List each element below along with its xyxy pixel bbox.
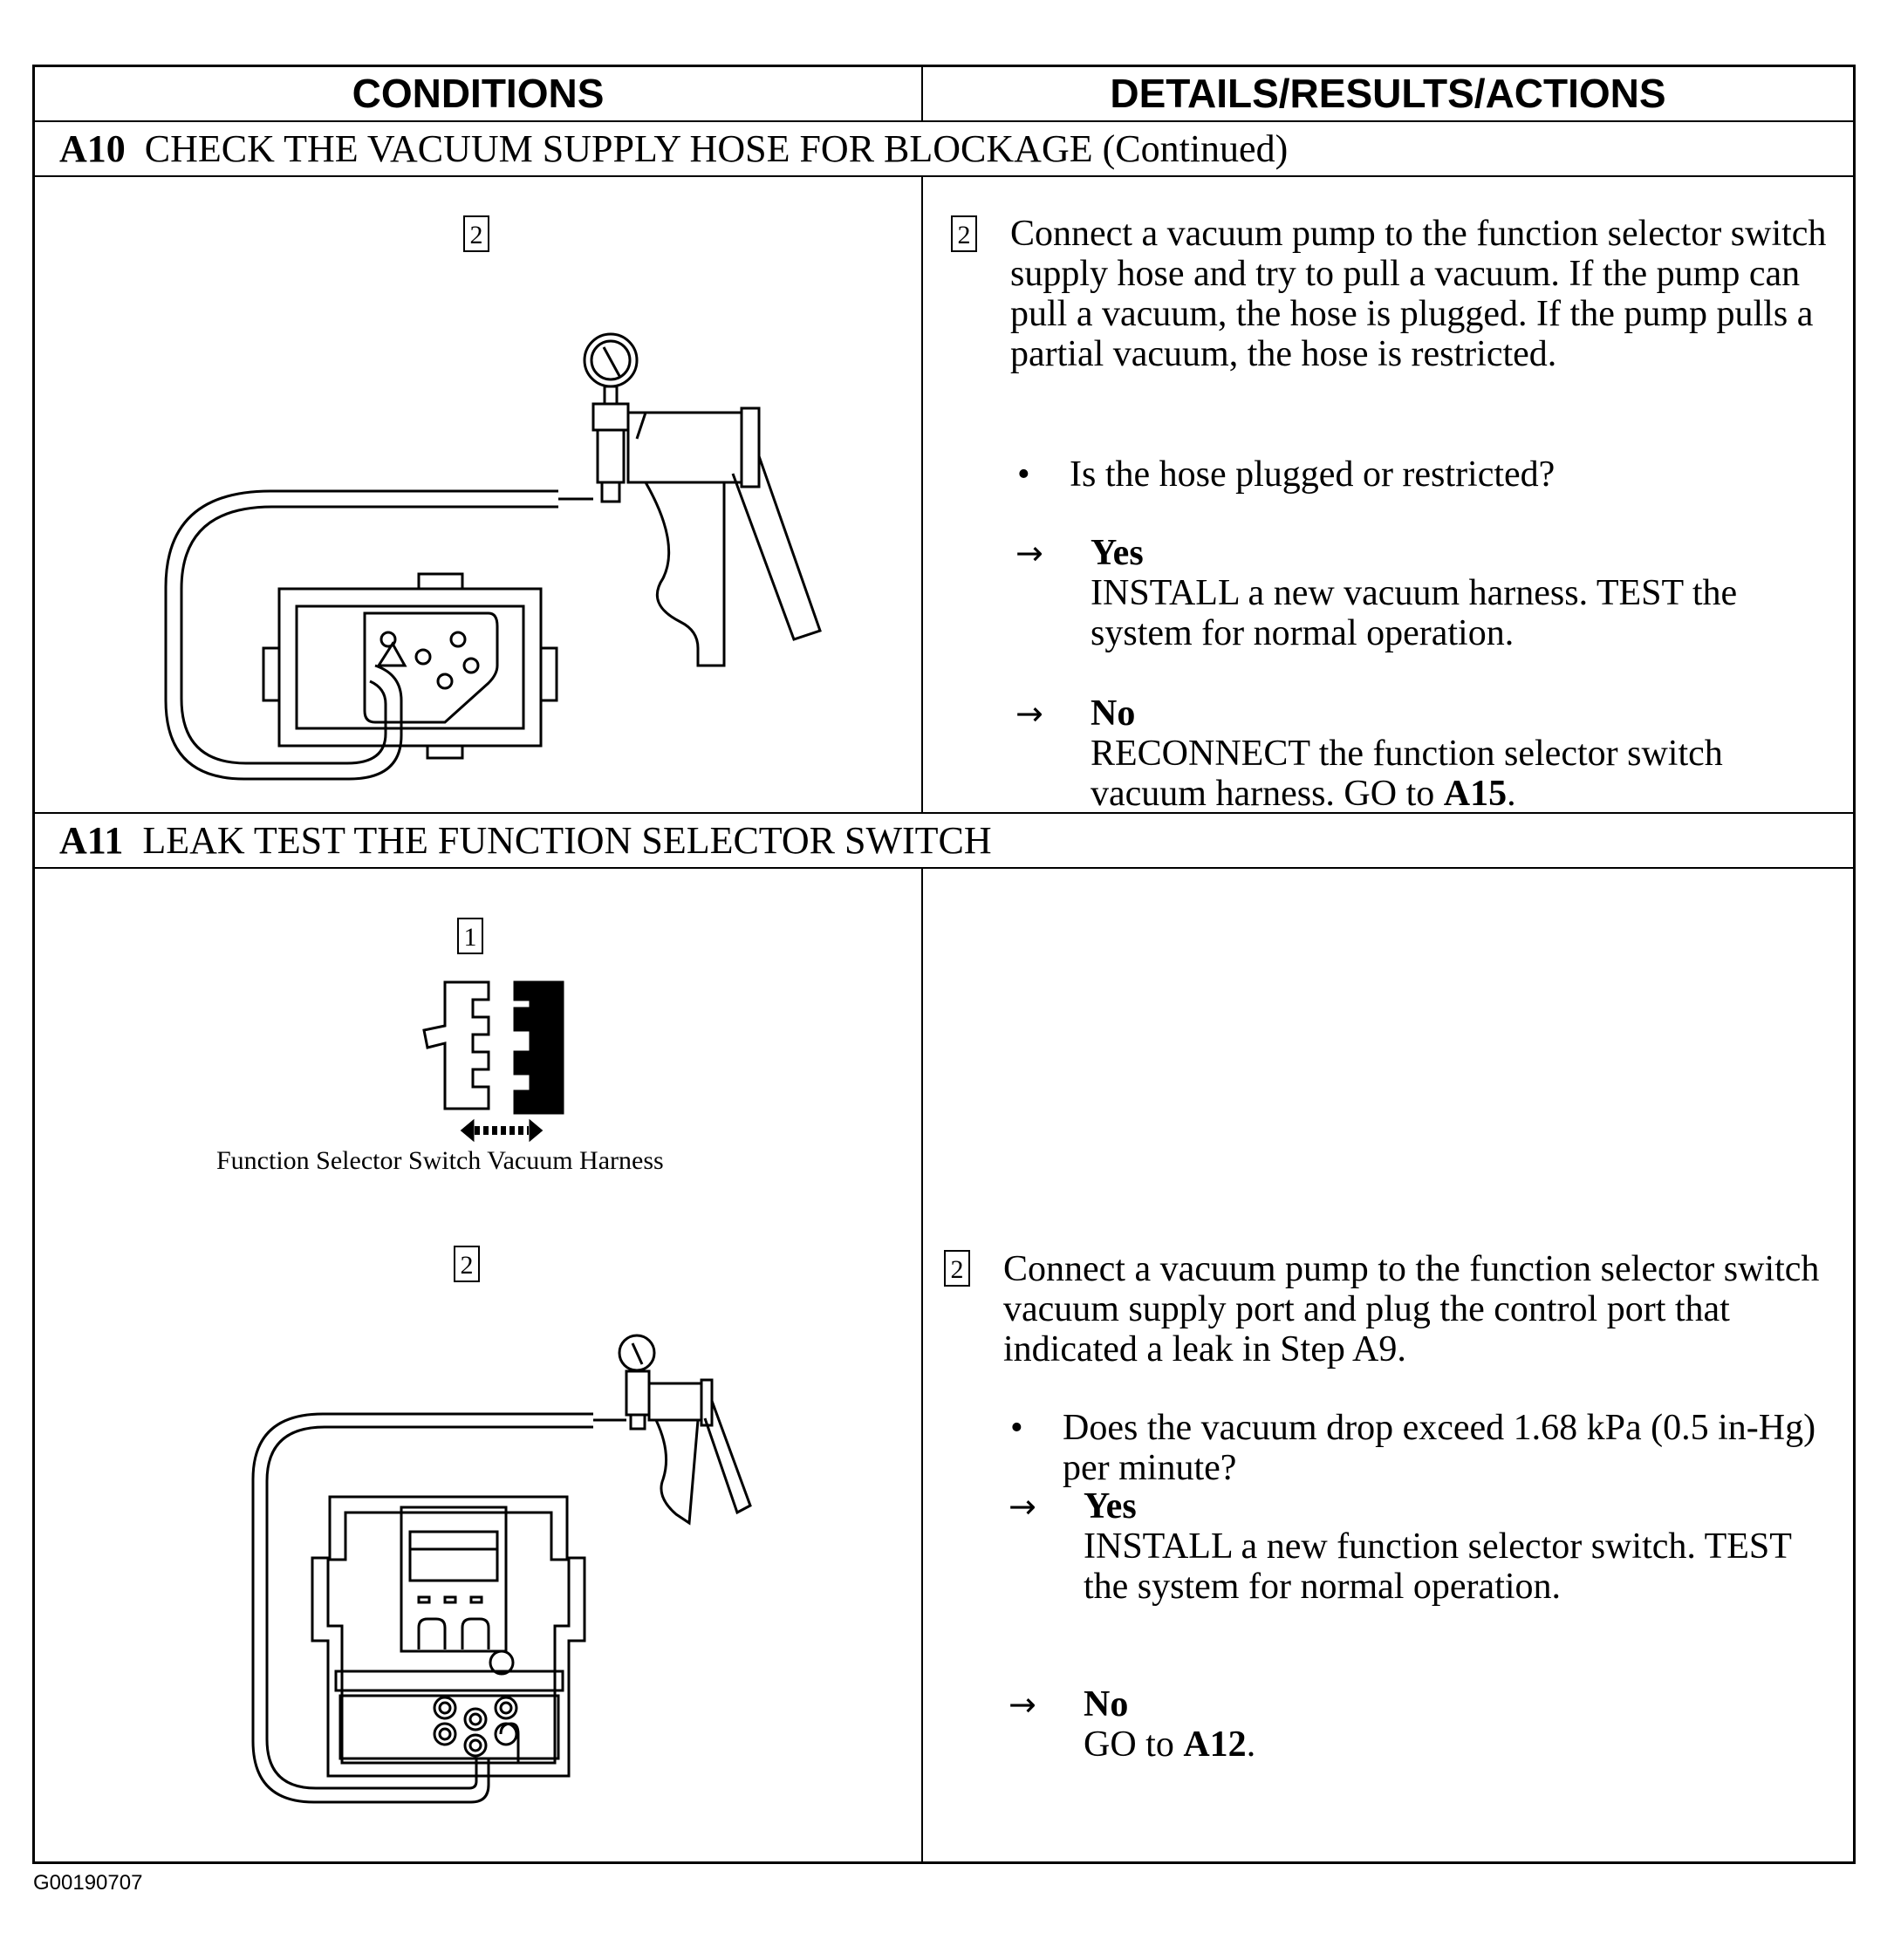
a11-no-arrow: → [1009, 1685, 1036, 1724]
table-header-row: CONDITIONS DETAILS/RESULTS/ACTIONS [35, 67, 1853, 122]
a10-no-text: RECONNECT the function selector switch v… [1091, 734, 1723, 814]
section-a10-heading: CHECK THE VACUUM SUPPLY HOSE FOR BLOCKAG… [144, 127, 1289, 170]
a11-details-cell: 2 Connect a vacuum pump to the function … [923, 869, 1853, 1861]
a10-step-box: 2 [463, 215, 489, 252]
a11-caption: Function Selector Switch Vacuum Harness [216, 1146, 664, 1175]
a11-no-ref: A12 [1183, 1724, 1247, 1765]
section-a10-content: 2 [35, 177, 1853, 814]
a11-no-response: No GO to A12. [1084, 1684, 1834, 1765]
a11-bullet: • [1010, 1408, 1023, 1448]
figure-code: G00190707 [33, 1871, 143, 1895]
a10-no-arrow: → [1015, 694, 1043, 733]
a11-no-text: GO to A12. [1084, 1724, 1256, 1765]
a10-bullet: • [1017, 454, 1030, 495]
a11-question: Does the vacuum drop exceed 1.68 kPa (0.… [1063, 1408, 1816, 1488]
a10-yes-text: INSTALL a new vacuum harness. TEST the s… [1091, 573, 1738, 653]
a10-no-response: No RECONNECT the function selector switc… [1091, 693, 1841, 814]
section-a11-title: A11 LEAK TEST THE FUNCTION SELECTOR SWITC… [35, 814, 1853, 869]
section-a11-heading: LEAK TEST THE FUNCTION SELECTOR SWITCH [142, 819, 992, 862]
a11-no-label: No [1084, 1684, 1129, 1724]
section-a10-code: A10 [59, 127, 126, 170]
a10-detail-box: 2 [951, 215, 977, 252]
a11-detail-box: 2 [944, 1250, 970, 1287]
a11-yes-response: Yes INSTALL a new function selector swit… [1084, 1486, 1834, 1607]
a11-yes-label: Yes [1084, 1486, 1137, 1526]
a10-question: Is the hose plugged or restricted? [1070, 454, 1556, 495]
a11-detail-text: Connect a vacuum pump to the function se… [1003, 1249, 1820, 1369]
a10-conditions-cell: 2 [35, 177, 923, 812]
a11-step2-box: 2 [454, 1246, 480, 1282]
a10-no-label: No [1091, 693, 1136, 734]
a10-details-cell: 2 Connect a vacuum pump to the function … [923, 177, 1853, 814]
header-details: DETAILS/RESULTS/ACTIONS [1110, 71, 1666, 116]
vacuum-pump-switch-illustration [251, 1334, 752, 1804]
a11-step1-box: 1 [457, 918, 483, 954]
section-a10-title: A10 CHECK THE VACUUM SUPPLY HOSE FOR BLOC… [35, 122, 1853, 177]
a10-no-ref: A15 [1443, 774, 1508, 814]
a10-yes-label: Yes [1091, 533, 1144, 573]
a10-yes-arrow: → [1015, 534, 1043, 572]
header-conditions: CONDITIONS [35, 67, 923, 120]
section-a11-content: 1 Function Selector Switch Vacuum Harnes… [35, 869, 1853, 1861]
a11-yes-text: INSTALL a new function selector switch. … [1084, 1526, 1792, 1607]
procedure-table: CONDITIONS DETAILS/RESULTS/ACTIONS A10 CH… [32, 65, 1856, 1864]
a11-conditions-cell: 1 Function Selector Switch Vacuum Harnes… [35, 869, 923, 1861]
a10-detail-text: Connect a vacuum pump to the function se… [1010, 214, 1827, 374]
a10-yes-response: Yes INSTALL a new vacuum harness. TEST t… [1091, 533, 1841, 653]
vacuum-pump-hose-illustration [164, 332, 822, 781]
a11-yes-arrow: → [1009, 1487, 1036, 1526]
harness-disconnect-illustration [422, 980, 564, 1143]
section-a11-code: A11 [59, 819, 124, 862]
